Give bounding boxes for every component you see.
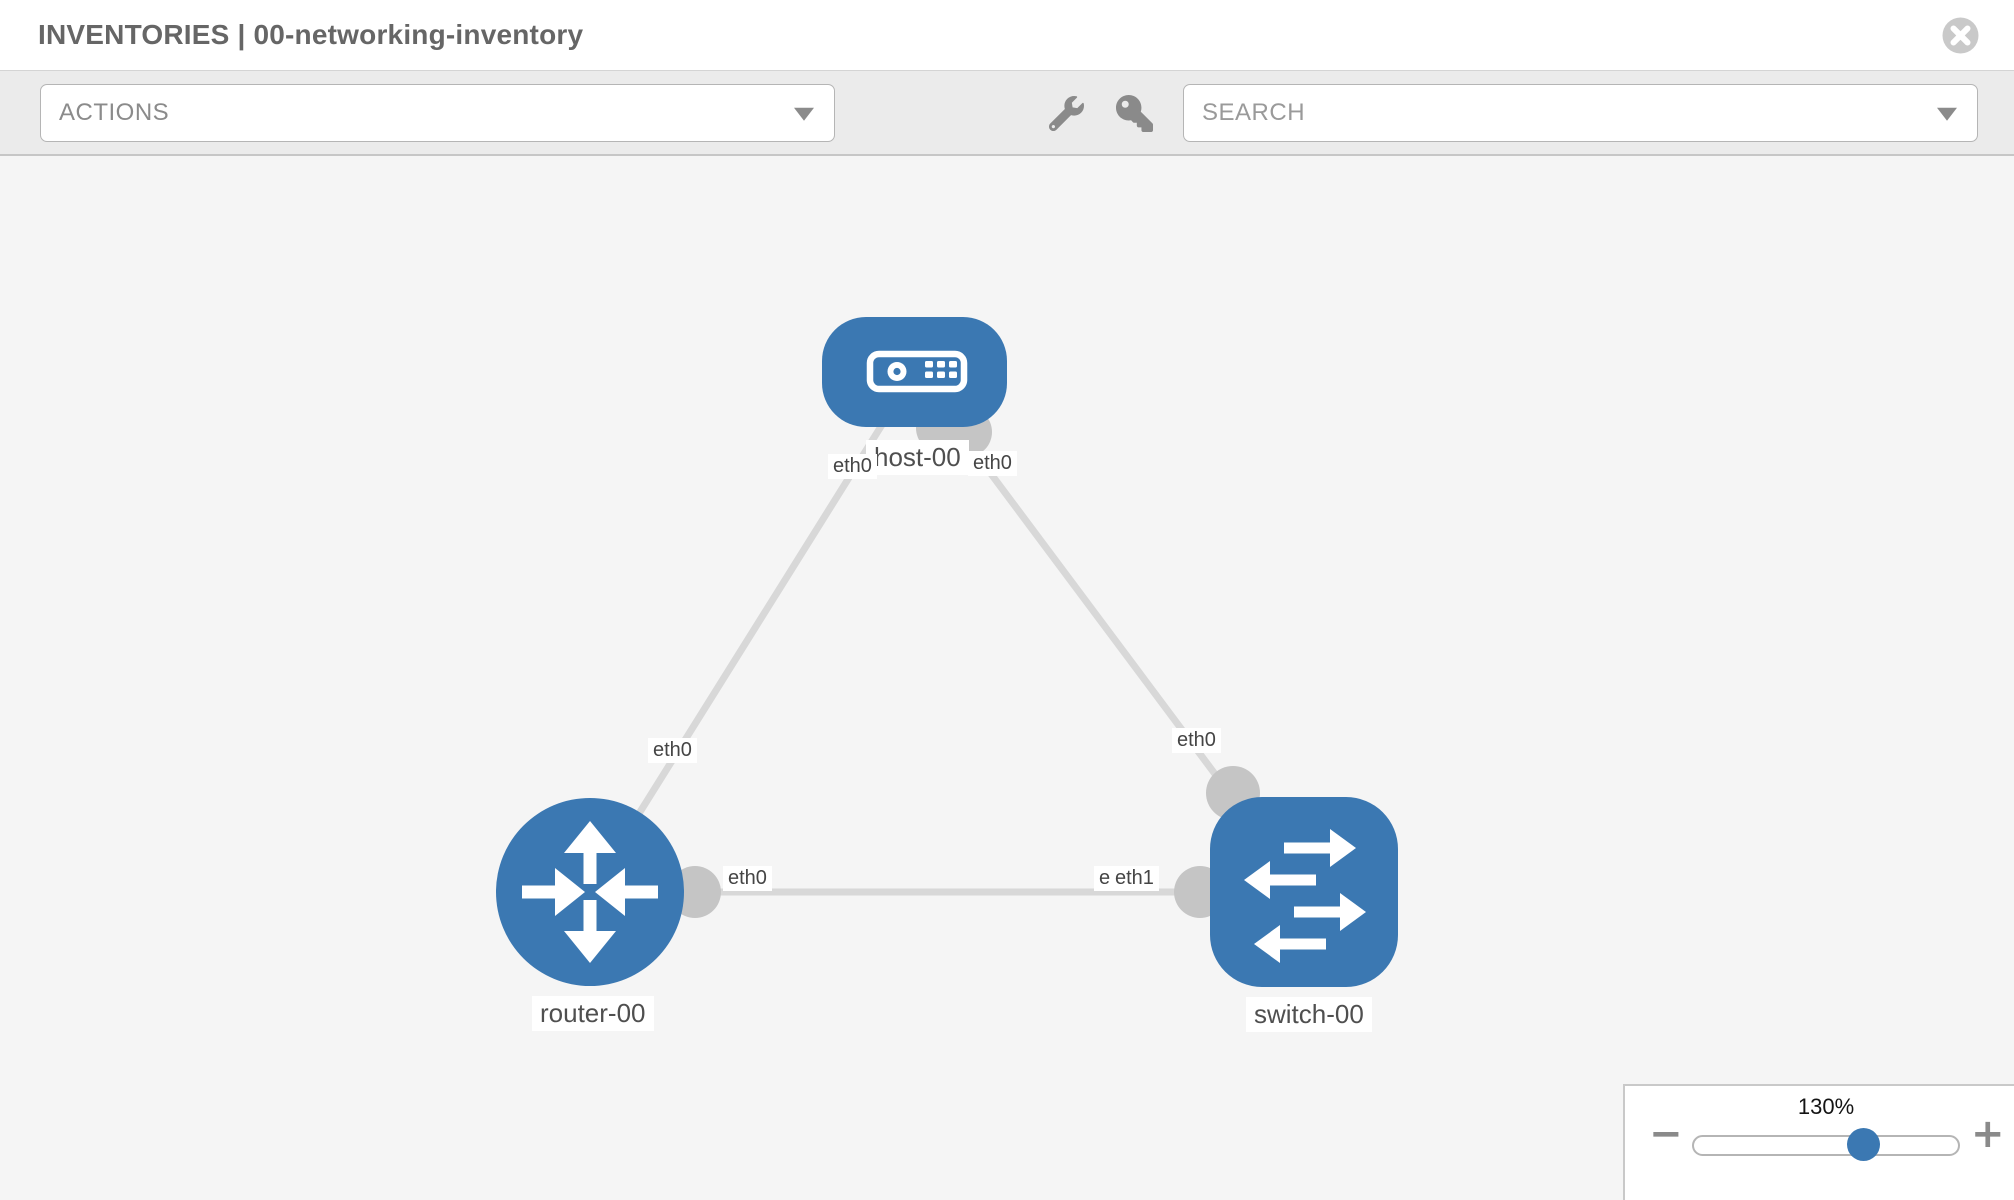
- wrench-icon: [1048, 95, 1084, 131]
- interface-label-router-eth0-uplink: eth0: [648, 738, 697, 763]
- host-icon: [866, 350, 968, 393]
- actions-dropdown-label: ACTIONS: [59, 99, 170, 126]
- node-host-00[interactable]: [822, 317, 1007, 427]
- configure-button[interactable]: [1040, 84, 1092, 142]
- search-dropdown: [1183, 84, 1978, 142]
- zoom-slider-track[interactable]: [1692, 1135, 1960, 1156]
- node-label-host: host-00: [866, 440, 969, 475]
- interface-label-host-eth0-left: eth0: [828, 454, 877, 479]
- search-input[interactable]: [1202, 99, 1892, 127]
- toolbar: ACTIONS: [0, 70, 2014, 156]
- close-button[interactable]: [1942, 17, 1979, 54]
- key-icon: [1115, 94, 1153, 132]
- page-title: INVENTORIES | 00-networking-inventory: [38, 19, 584, 50]
- interface-label-host-eth0-right: eth0: [968, 451, 1017, 476]
- router-icon: [522, 821, 658, 963]
- interface-label-switch-eth1: eth1: [1110, 866, 1159, 891]
- topology-canvas[interactable]: [0, 158, 2014, 1200]
- switch-icon: [1244, 829, 1366, 963]
- chevron-down-icon: [1937, 107, 1957, 121]
- interface-label-router-eth0: eth0: [723, 866, 772, 891]
- credentials-button[interactable]: [1108, 84, 1160, 142]
- zoom-slider-thumb[interactable]: [1847, 1128, 1880, 1161]
- chevron-down-icon: [794, 107, 814, 121]
- title-bar: INVENTORIES | 00-networking-inventory: [0, 0, 2014, 70]
- interface-label-switch-eth0-uplink: eth0: [1172, 728, 1221, 753]
- zoom-out-button[interactable]: −: [1649, 1111, 1683, 1157]
- zoom-in-button[interactable]: +: [1971, 1111, 2005, 1157]
- zoom-panel: 130% − +: [1623, 1084, 2014, 1200]
- node-router-00[interactable]: [496, 798, 684, 986]
- node-label-router: router-00: [532, 996, 654, 1031]
- node-label-switch: switch-00: [1246, 997, 1372, 1032]
- close-icon: [1942, 17, 1979, 54]
- actions-dropdown[interactable]: ACTIONS: [40, 84, 835, 142]
- node-switch-00[interactable]: [1210, 797, 1398, 987]
- zoom-level-value: 130%: [1797, 1094, 1855, 1119]
